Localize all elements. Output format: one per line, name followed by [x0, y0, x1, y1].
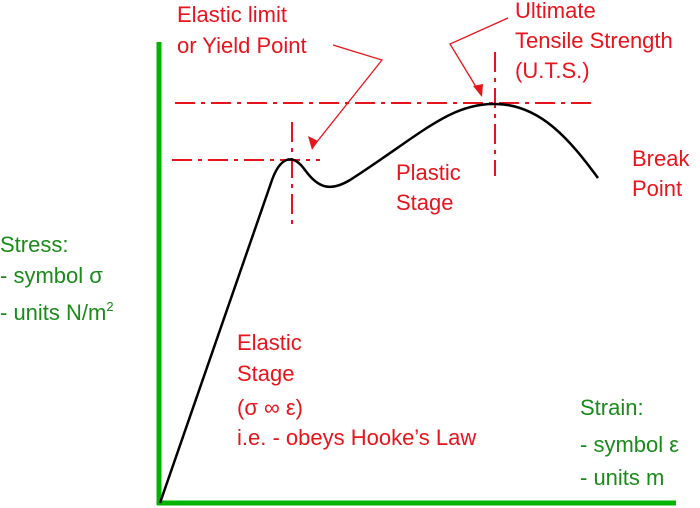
uts-label-line2: Tensile Strength: [515, 28, 673, 53]
uts-arrowhead-icon: [473, 84, 483, 97]
elastic-stage-label-2: Stage: [237, 361, 295, 386]
stress-title: Stress:: [0, 232, 68, 257]
plastic-stage-label-1: Plastic: [396, 160, 461, 185]
uts-pointer-arrow: [449, 17, 509, 96]
hookes-law-label: i.e. - obeys Hooke’s Law: [237, 425, 476, 450]
break-point-label-1: Break: [632, 146, 690, 171]
stress-symbol: - symbol σ: [0, 263, 103, 288]
break-point-label-2: Point: [632, 176, 682, 201]
elastic-limit-label: Elastic limit: [177, 2, 287, 27]
uts-label-line3: (U.T.S.): [515, 58, 590, 83]
strain-units: - units m: [580, 465, 664, 490]
elastic-stage-label-1: Elastic: [237, 330, 302, 355]
stress-strain-curve: [158, 102, 600, 504]
yield-point-label: or Yield Point: [177, 33, 307, 58]
yield-pointer-arrow: [311, 44, 384, 149]
strain-symbol: - symbol ε: [580, 432, 679, 457]
proportionality-label: (σ ∞ ε): [237, 395, 303, 420]
strain-title: Strain:: [580, 395, 644, 420]
stress-units: - units N/m2: [0, 299, 114, 325]
uts-label-line1: Ultimate: [515, 0, 596, 23]
yield-arrowhead-icon: [308, 136, 318, 150]
plastic-stage-label-2: Stage: [396, 190, 454, 215]
